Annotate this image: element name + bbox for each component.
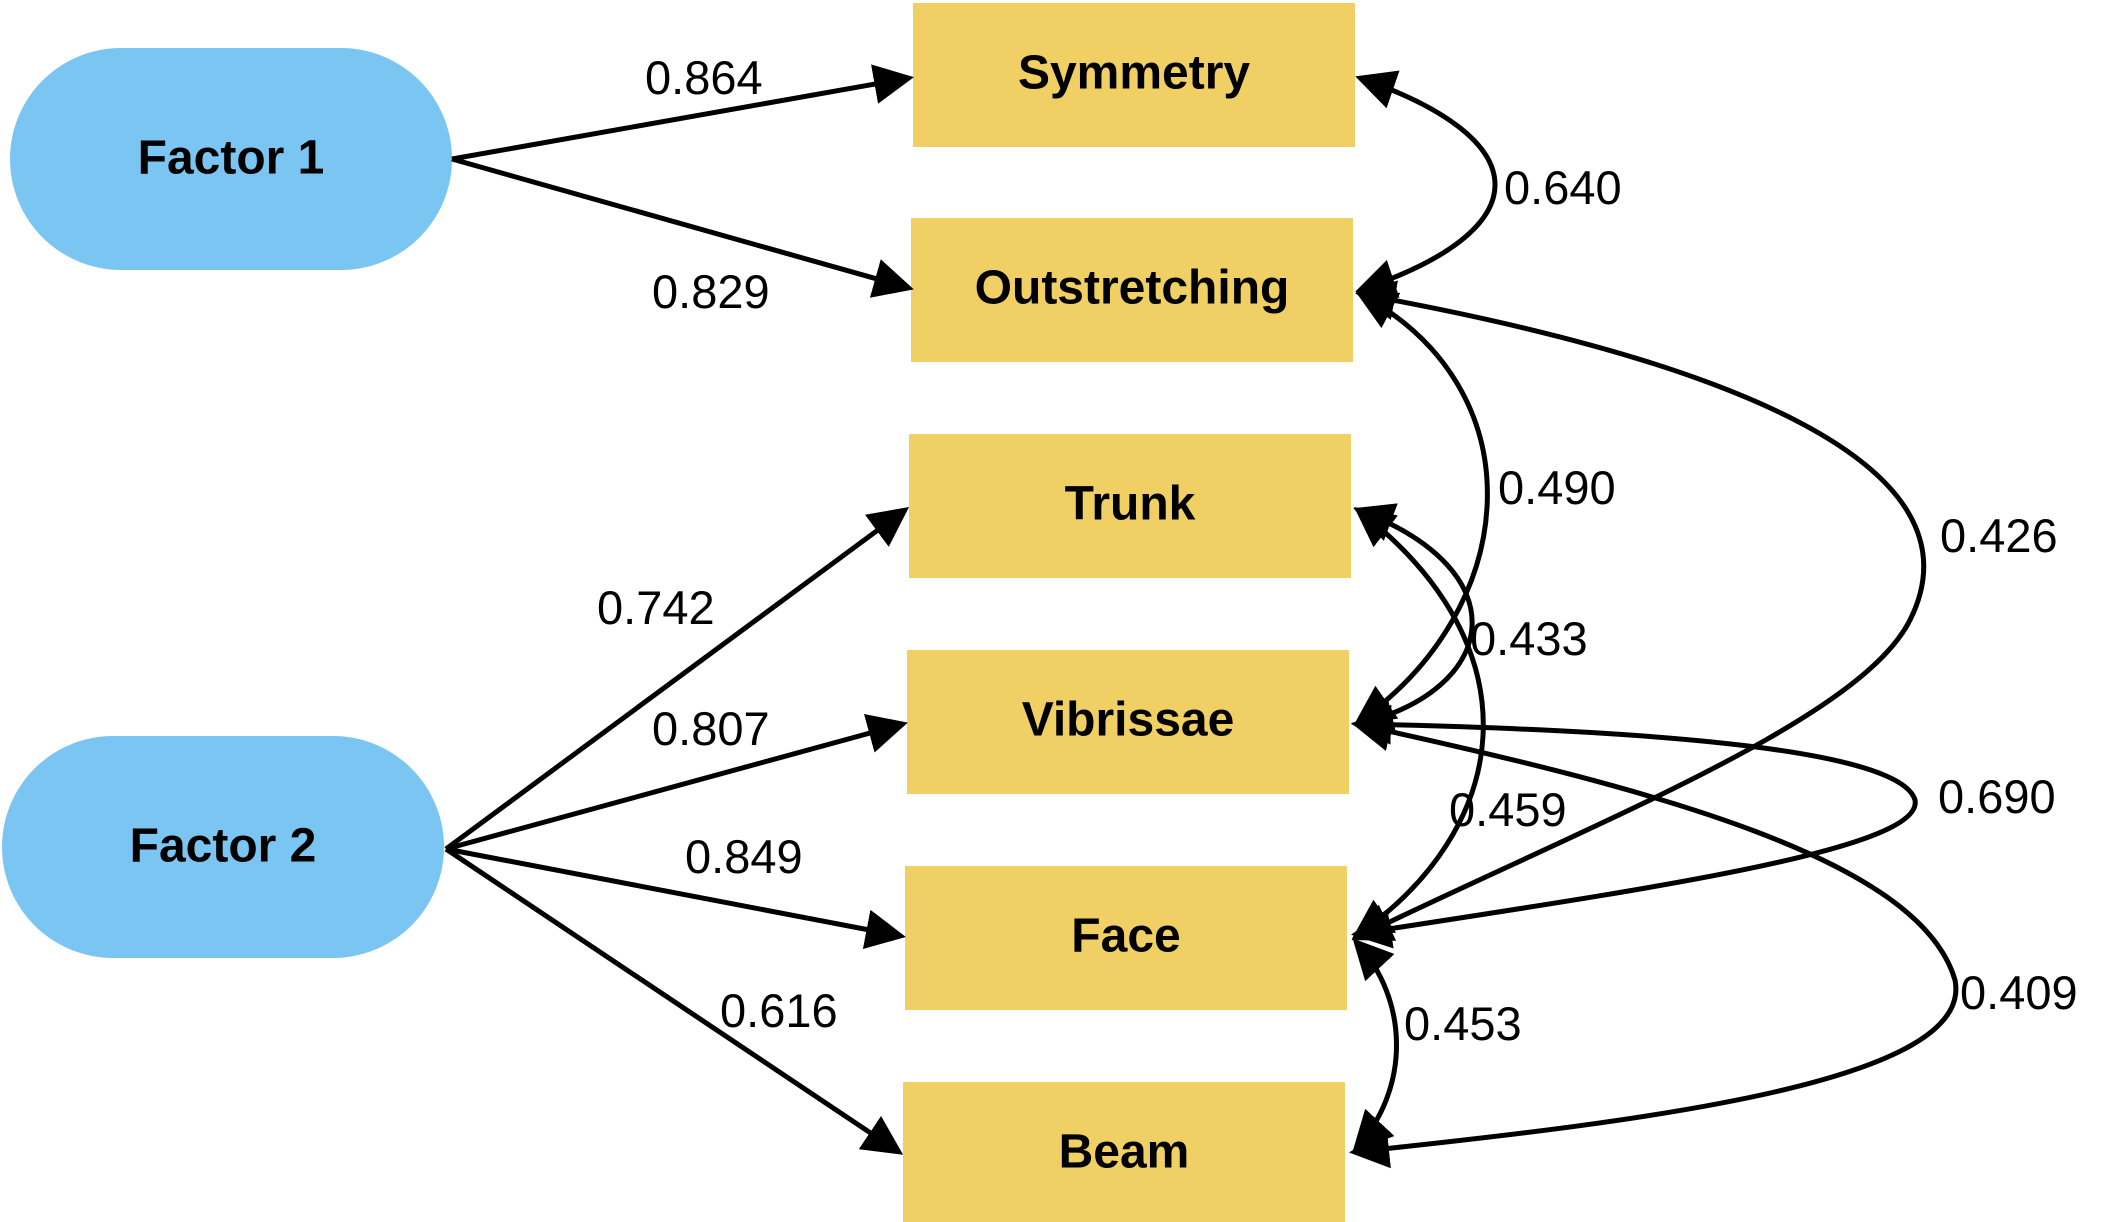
indicator-trunk-label: Trunk (1065, 478, 1196, 531)
factor-1-shape (10, 48, 452, 270)
loading-label-beam: 0.616 (720, 984, 838, 1037)
indicator-trunk: Trunk (909, 434, 1351, 578)
indicator-face-box (905, 866, 1347, 1010)
indicator-symmetry: Symmetry (913, 3, 1355, 147)
correlation-label-vibrissae-beam: 0.409 (1960, 966, 2078, 1019)
loading-arrow-factor2-vibrissae (445, 713, 908, 852)
factor-2-label: Factor 2 (130, 820, 317, 873)
correlation-label-trunk-face: 0.459 (1449, 783, 1567, 836)
correlation-label-vibrissae-face: 0.690 (1938, 770, 2056, 823)
loading-label-face: 0.849 (685, 830, 803, 883)
correlation-curve-trunk-face (1351, 506, 1486, 939)
indicator-outstretching: Outstretching (911, 218, 1353, 362)
factor-1-label: Factor 1 (138, 132, 325, 185)
correlation-label-symmetry-outstretching: 0.640 (1504, 161, 1622, 214)
factor-2-node: Factor 2 (2, 736, 444, 958)
indicator-symmetry-label: Symmetry (1018, 47, 1250, 100)
indicator-vibrissae-box (907, 650, 1349, 794)
indicator-vibrissae-label: Vibrissae (1022, 694, 1235, 747)
correlation-curve-symmetry-outstretching (1355, 70, 1498, 298)
correlation-curve-vibrissae-face (1351, 704, 1918, 949)
indicator-outstretching-box (911, 218, 1353, 362)
loading-label-outstretching: 0.829 (652, 265, 770, 318)
indicator-outstretching-label: Outstretching (975, 262, 1290, 315)
correlation-curve-outstretching-vibrissae (1353, 291, 1490, 725)
loading-label-vibrissae: 0.807 (652, 702, 770, 755)
loading-arrow-factor2-beam (444, 846, 904, 1155)
loading-label-trunk: 0.742 (597, 581, 715, 634)
factor-2-shape (2, 736, 444, 958)
loading-arrow-factor2-face (445, 846, 906, 950)
correlation-curve-face-beam (1352, 938, 1399, 1152)
indicator-symmetry-box (913, 3, 1355, 147)
loading-labels: 0.864 0.829 0.742 0.807 0.849 0.616 (597, 51, 838, 1037)
correlation-curve-trunk-vibrissae (1353, 503, 1475, 736)
factor-1-node: Factor 1 (10, 48, 452, 270)
loading-label-symmetry: 0.864 (645, 51, 763, 104)
correlation-arrows (1349, 70, 1959, 1169)
indicator-vibrissae: Vibrissae (907, 650, 1349, 794)
indicator-beam: Beam (903, 1082, 1345, 1222)
loading-arrow-factor1-outstretching (451, 156, 914, 298)
loading-arrow-factor2-trunk (444, 507, 910, 852)
correlation-label-outstretching-face: 0.426 (1940, 509, 2058, 562)
indicator-face: Face (905, 866, 1347, 1010)
indicator-face-label: Face (1071, 910, 1180, 963)
correlation-label-trunk-vibrissae: 0.433 (1470, 612, 1588, 665)
correlation-label-outstretching-vibrissae: 0.490 (1498, 461, 1616, 514)
correlation-curve-vibrissae-beam (1349, 711, 1959, 1169)
loading-arrows (444, 64, 914, 1155)
loading-arrow-factor1-symmetry (451, 64, 914, 162)
indicator-beam-label: Beam (1059, 1126, 1190, 1179)
correlation-curve-outstretching-face (1351, 280, 1927, 941)
indicator-trunk-box (909, 434, 1351, 578)
correlation-label-face-beam: 0.453 (1404, 997, 1522, 1050)
indicator-beam-box (903, 1082, 1345, 1222)
correlation-labels: 0.640 0.490 0.426 0.433 0.459 0.690 0.40… (1404, 161, 2078, 1050)
